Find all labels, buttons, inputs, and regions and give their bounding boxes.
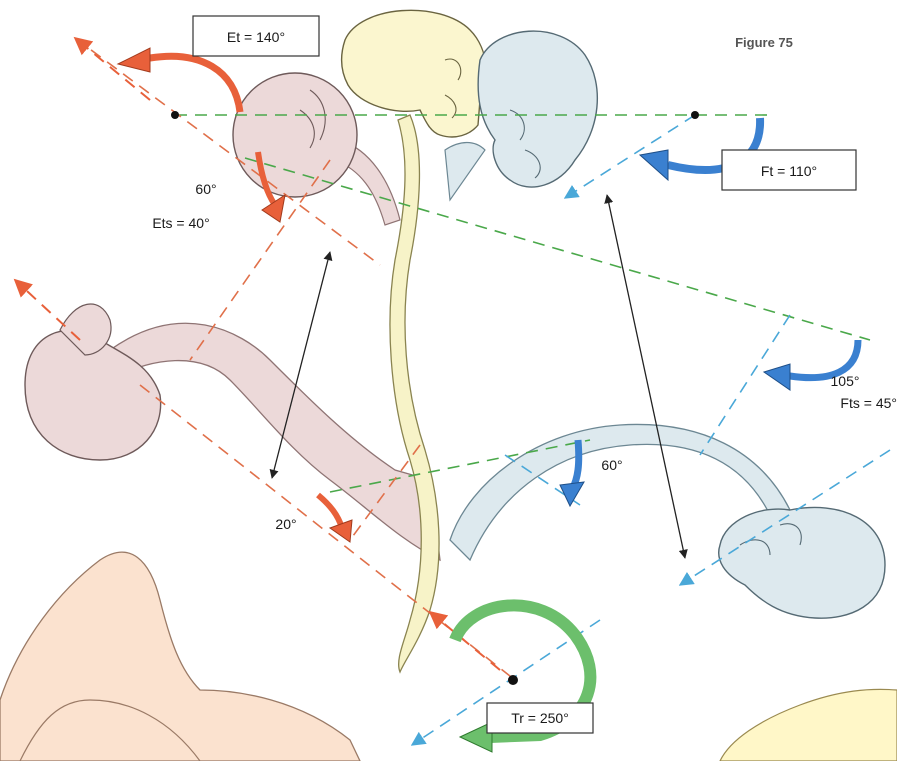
figure-title: Figure 75 (735, 35, 793, 50)
blue-upper-neck (445, 143, 485, 201)
lower-left-body-outline (0, 552, 360, 761)
angle-20: 20° (275, 516, 296, 532)
pivot-dot-bottom (508, 675, 518, 685)
angle-60-right: 60° (601, 457, 622, 473)
blue-curved-arrow-fts (790, 340, 858, 378)
angle-60-left: 60° (195, 181, 216, 197)
blue-curved-arrow-fts-head (764, 364, 790, 390)
yellow-skull-top (342, 10, 487, 137)
ft-label: Ft = 110° (761, 163, 817, 179)
angle-105: 105° (831, 373, 860, 389)
ets-label: Ets = 40° (152, 215, 209, 231)
tr-label: Tr = 250° (511, 710, 569, 726)
et-label: Et = 140° (227, 29, 285, 45)
pink-skull-left (25, 304, 161, 460)
pivot-dot-left (171, 111, 179, 119)
double-arrow-right (607, 195, 685, 558)
pivot-dot-right (691, 111, 699, 119)
red-curved-arrow-et-head (118, 48, 150, 72)
fts-label: Fts = 45° (840, 395, 897, 411)
blue-curved-arrow-ft-head (640, 150, 668, 180)
blue-skull-top (478, 31, 597, 187)
blue-skull-right (719, 507, 885, 618)
red-curved-arrow-20 (318, 495, 342, 528)
pink-skull-top (233, 73, 357, 197)
lower-right-hair-outline (720, 689, 897, 761)
